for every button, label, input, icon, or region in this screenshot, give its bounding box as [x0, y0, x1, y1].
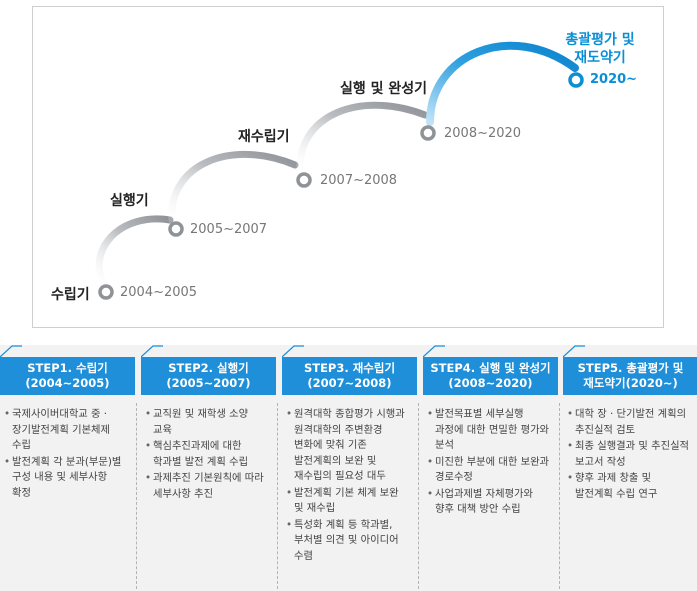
column-divider: [418, 403, 419, 589]
list-item: 발전계획 각 분과(부문)별 구성 내용 및 세부사항 확정: [4, 455, 128, 502]
node-2: [168, 221, 184, 237]
list-item: 특성화 계획 등 학과별, 부처별 의견 및 아이디어 수렴: [286, 518, 410, 565]
stage-4-label: 실행 및 완성기: [340, 81, 428, 97]
stage-2-year: 2005~2007: [190, 222, 268, 237]
tab-notch-1: [0, 345, 22, 357]
step-1-list: 국제사이버대학교 중 · 장기발전계획 기본체제 수립 발전계획 각 분과(부문…: [4, 407, 128, 502]
list-item: 원격대학 종합평가 시행과 원격대학의 주변환경 변화에 맞춰 기존 발전계획의…: [286, 407, 410, 485]
stage-5-label: 총괄평가 및 재도약기: [560, 31, 640, 67]
step-3-column: STEP3. 재수립기 (2007~2008) 원격대학 종합평가 시행과 원격…: [282, 345, 417, 591]
node-5: [568, 72, 584, 88]
step-3-period: (2007~2008): [307, 376, 392, 390]
step-5-title: STEP5. 총괄평가 및: [577, 361, 684, 375]
arc-1: [95, 215, 174, 289]
arc-4: [426, 41, 579, 126]
arc-3: [296, 101, 429, 174]
list-item: 국제사이버대학교 중 · 장기발전계획 기본체제 수립: [4, 407, 128, 454]
timeline-arcs: [95, 41, 584, 300]
arc-2: [168, 150, 299, 224]
node-3: [296, 172, 312, 188]
step-4-list: 발전목표별 세부실행 과정에 대한 면밀한 평가와 분석 미진한 부분에 대한 …: [427, 407, 551, 519]
step-3-list: 원격대학 종합평가 시행과 원격대학의 주변환경 변화에 맞춰 기존 발전계획의…: [286, 407, 410, 565]
step-2-title: STEP2. 실행기: [168, 361, 249, 375]
tab-notch-4: [423, 345, 445, 357]
stage-1-year: 2004~2005: [120, 285, 198, 300]
step-5-tab: STEP5. 총괄평가 및 재도약기(2020~): [563, 357, 697, 395]
stage-4-year: 2008~2020: [444, 126, 522, 141]
step-1-period: (2004~2005): [25, 376, 110, 390]
step-4-column: STEP4. 실행 및 완성기 (2008~2020) 발전목표별 세부실행 과…: [423, 345, 558, 591]
column-divider: [277, 403, 278, 589]
step-3-title: STEP3. 재수립기: [303, 361, 396, 375]
step-4-tab: STEP4. 실행 및 완성기 (2008~2020): [423, 357, 558, 395]
node-4: [420, 125, 436, 141]
list-item: 향후 과제 창출 및 발전계획 수립 연구: [567, 471, 691, 502]
stage-2-label: 실행기: [110, 193, 149, 209]
list-item: 대학 장 · 단기발전 계획의 추진실적 검토: [567, 407, 691, 438]
list-item: 최종 실행결과 및 추진실적 보고서 작성: [567, 439, 691, 470]
step-2-list: 교직원 및 재학생 소양 교육 핵심추진과제에 대한 학과별 발전 계획 수립 …: [145, 407, 269, 503]
stage-3-label: 재수립기: [238, 129, 290, 145]
node-1: [98, 284, 114, 300]
list-item: 발전계획 기본 체계 보완 및 재수립: [286, 486, 410, 517]
step-1-column: STEP1. 수립기 (2004~2005) 국제사이버대학교 중 · 장기발전…: [0, 345, 135, 591]
column-divider: [559, 403, 560, 589]
list-item: 미진한 부분에 대한 보완과 경로수정: [427, 455, 551, 486]
stage-5-label-line2: 재도약기: [574, 50, 626, 66]
steps-panel: STEP1. 수립기 (2004~2005) 국제사이버대학교 중 · 장기발전…: [0, 345, 697, 591]
stage-5-label-line1: 총괄평가 및: [565, 32, 635, 48]
tab-notch-5: [563, 345, 585, 357]
tab-notch-3: [282, 345, 304, 357]
list-item: 교직원 및 재학생 소양 교육: [145, 407, 269, 438]
step-4-period: (2008~2020): [448, 376, 533, 390]
stage-5-year: 2020~: [590, 72, 638, 87]
column-divider: [136, 403, 137, 589]
list-item: 핵심추진과제에 대한 학과별 발전 계획 수립: [145, 439, 269, 470]
step-3-tab: STEP3. 재수립기 (2007~2008): [282, 357, 417, 395]
list-item: 발전목표별 세부실행 과정에 대한 면밀한 평가와 분석: [427, 407, 551, 454]
step-2-column: STEP2. 실행기 (2005~2007) 교직원 및 재학생 소양 교육 핵…: [141, 345, 276, 591]
step-5-column: STEP5. 총괄평가 및 재도약기(2020~) 대학 장 · 단기발전 계획…: [563, 345, 697, 591]
list-item: 과제추진 기본원칙에 따라 세부사항 추진: [145, 471, 269, 502]
step-5-period: 재도약기(2020~): [583, 376, 678, 390]
stage-3-year: 2007~2008: [320, 173, 398, 188]
stage-1-label: 수립기: [51, 287, 90, 303]
step-1-title: STEP1. 수립기: [27, 361, 108, 375]
step-5-list: 대학 장 · 단기발전 계획의 추진실적 검토 최종 실행결과 및 추진실적 보…: [567, 407, 691, 503]
list-item: 사업과제별 자체평가와 향후 대책 방안 수립: [427, 487, 551, 518]
step-2-tab: STEP2. 실행기 (2005~2007): [141, 357, 276, 395]
step-4-title: STEP4. 실행 및 완성기: [430, 361, 551, 375]
step-1-tab: STEP1. 수립기 (2004~2005): [0, 357, 135, 395]
tab-notch-2: [141, 345, 163, 357]
step-2-period: (2005~2007): [166, 376, 251, 390]
